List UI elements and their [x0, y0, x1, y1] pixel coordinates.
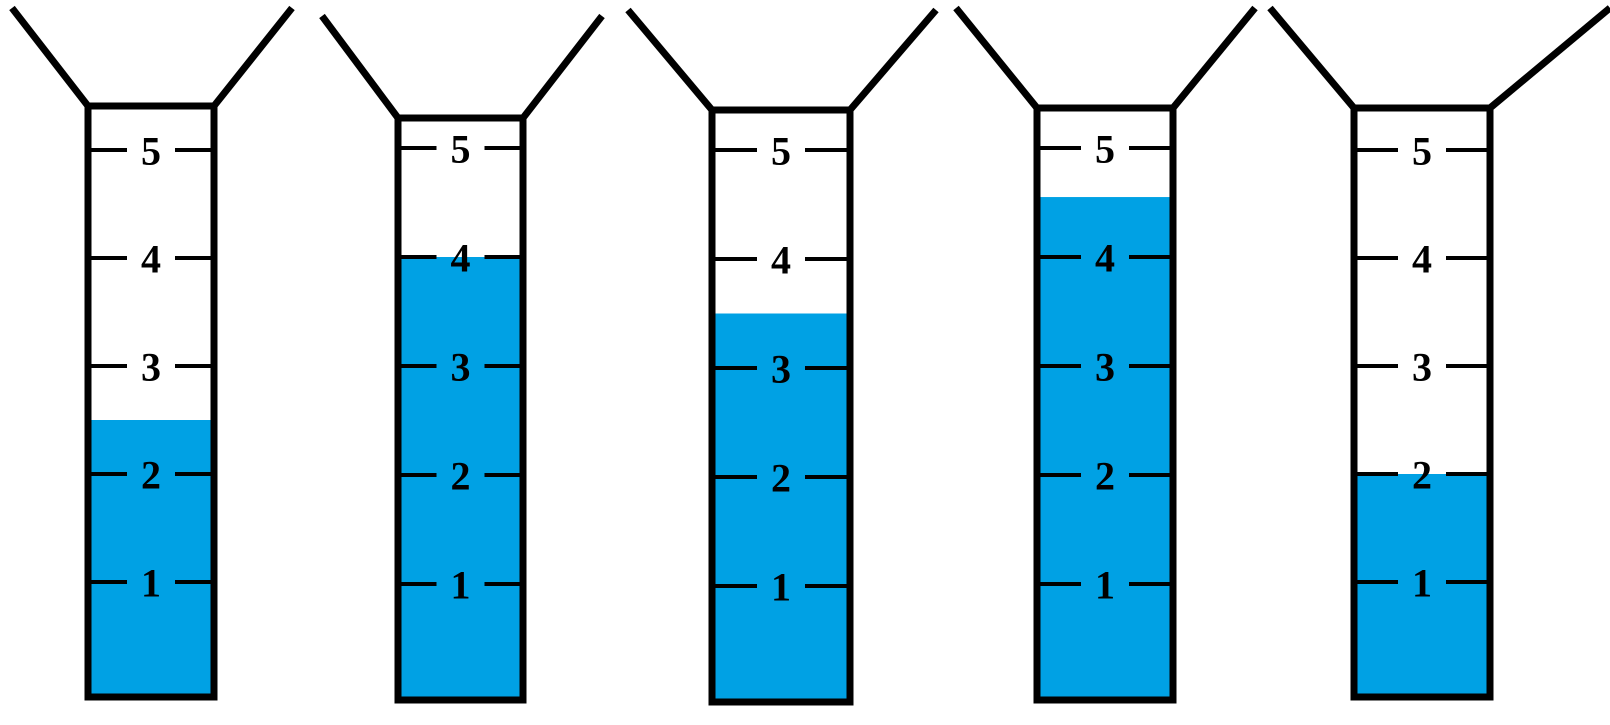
- funnel-arm-right: [1487, 5, 1610, 111]
- tick-label-1: 1: [451, 563, 471, 608]
- tick-label-3: 3: [141, 345, 161, 390]
- tick-label-5: 5: [1095, 127, 1115, 172]
- funnel-arm-right: [1170, 5, 1258, 111]
- liquid-fill: [398, 257, 523, 700]
- tube-outline: [394, 114, 527, 704]
- tick-label-5: 5: [141, 129, 161, 174]
- funnel-arm-right: [211, 5, 295, 109]
- tick-label-5: 5: [771, 129, 791, 174]
- tube-3: 1 2 3 4 5: [625, 7, 939, 706]
- tick-label-2: 2: [451, 454, 471, 499]
- funnel-arm-left: [9, 5, 91, 109]
- liquid-fill: [1354, 474, 1490, 697]
- tick-label-4: 4: [771, 238, 791, 283]
- tick-label-3: 3: [771, 347, 791, 392]
- tick-label-4: 4: [141, 237, 161, 282]
- tick-label-1: 1: [771, 565, 791, 610]
- tube-outline: [708, 106, 854, 706]
- tube-outline: [84, 102, 218, 701]
- funnel-arm-right: [520, 13, 605, 121]
- tick-label-3: 3: [451, 345, 471, 390]
- tick-label-4: 4: [1095, 236, 1115, 281]
- funnel-arm-left: [953, 5, 1040, 111]
- tube-outline: [1033, 104, 1177, 704]
- tick-label-3: 3: [1412, 345, 1432, 390]
- tick-label-2: 2: [141, 453, 161, 498]
- tick-label-5: 5: [451, 127, 471, 172]
- tick-label-2: 2: [771, 456, 791, 501]
- tube-outline: [1350, 104, 1494, 701]
- tube-5: 1 2 3 4 5: [1267, 5, 1610, 701]
- funnel-arm-left: [319, 13, 401, 121]
- funnel-arm-left: [1267, 5, 1357, 111]
- funnel-arm-left: [625, 7, 715, 113]
- tick-label-1: 1: [1412, 561, 1432, 606]
- tick-label-1: 1: [1095, 563, 1115, 608]
- tick-label-4: 4: [1412, 237, 1432, 282]
- tick-label-2: 2: [1412, 453, 1432, 498]
- tube-4: 1 2 3 4 5: [953, 5, 1258, 704]
- tubes-group: 1 2 3 4 5 1 2 3 4 5 1 2 3 4 5 1 2 3 4 5 1 2 3 4 5: [9, 5, 1610, 706]
- funnel-arm-right: [847, 7, 939, 113]
- tube-2: 1 2 3 4 5: [319, 13, 605, 704]
- liquid-fill: [1037, 197, 1173, 701]
- tick-label-3: 3: [1095, 345, 1115, 390]
- liquid-fill: [88, 420, 214, 697]
- tick-label-4: 4: [451, 236, 471, 281]
- tick-label-2: 2: [1095, 454, 1115, 499]
- tube-1: 1 2 3 4 5: [9, 5, 295, 701]
- tick-label-5: 5: [1412, 129, 1432, 174]
- liquid-fill: [712, 313, 850, 702]
- tick-label-1: 1: [141, 561, 161, 606]
